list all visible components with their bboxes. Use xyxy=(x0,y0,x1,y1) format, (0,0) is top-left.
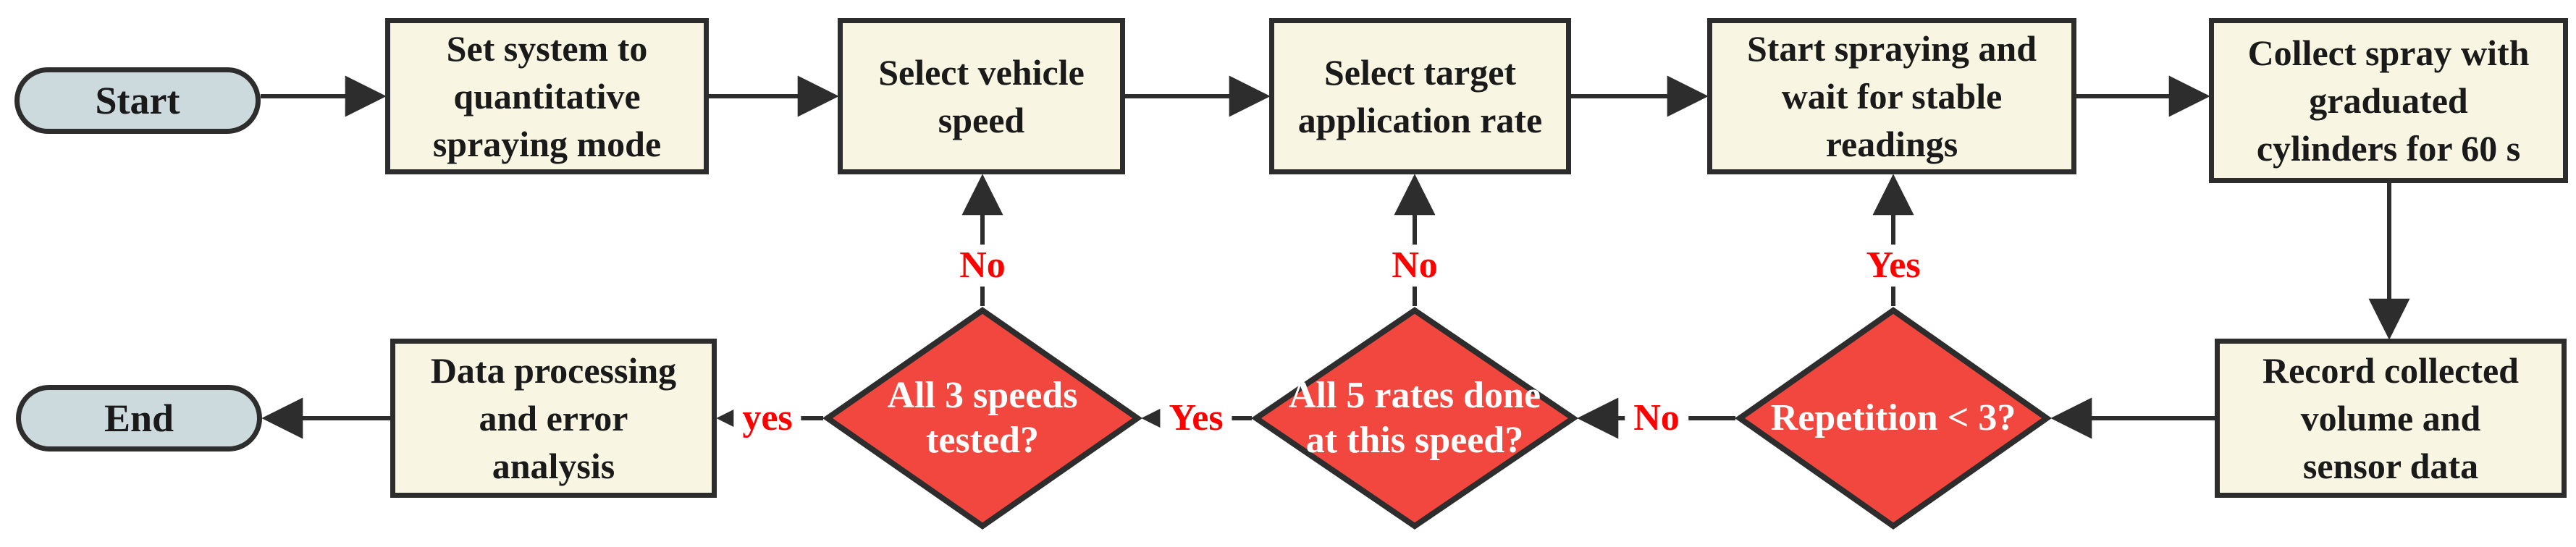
process-select-application-rate: Select target application rate xyxy=(1269,18,1571,174)
decision-repetition-count: Repetition < 3? xyxy=(1735,306,2052,530)
process-data-processing: Data processing and error analysis xyxy=(390,339,717,498)
diamond-shape xyxy=(822,307,1143,530)
process-start-spraying: Start spraying and wait for stable readi… xyxy=(1707,18,2076,174)
process-start-spraying-label: Start spraying and wait for stable readi… xyxy=(1746,28,2037,164)
decision-all-speeds-tested: All 3 speeds tested? xyxy=(822,306,1143,530)
process-data-processing-label: Data processing and error analysis xyxy=(430,350,677,486)
process-collect-spray: Collect spray with graduated cylinders f… xyxy=(2209,18,2568,183)
process-select-vehicle-speed-label: Select vehicle speed xyxy=(878,52,1085,140)
branch-label-repetition-no: No xyxy=(1625,397,1688,439)
process-collect-spray-label: Collect spray with graduated cylinders f… xyxy=(2247,33,2530,169)
branch-label-rates-yes: Yes xyxy=(1160,397,1232,439)
branch-label-repetition-yes: Yes xyxy=(1857,245,1929,287)
process-set-system-mode-label: Set system to quantitative spraying mode xyxy=(432,28,662,164)
terminator-end: End xyxy=(16,385,262,451)
branch-label-rates-no: No xyxy=(1383,245,1447,287)
terminator-start: Start xyxy=(14,67,261,134)
process-record-data: Record collected volume and sensor data xyxy=(2215,339,2567,498)
decision-all-rates-done: All 5 rates done at this speed? xyxy=(1250,306,1579,530)
terminator-start-label: Start xyxy=(95,79,180,122)
diamond-shape xyxy=(1735,307,2052,530)
terminator-end-label: End xyxy=(104,397,174,440)
branch-label-speeds-yes: yes xyxy=(733,397,801,439)
branch-label-speeds-no: No xyxy=(951,245,1014,287)
process-select-application-rate-label: Select target application rate xyxy=(1297,52,1543,140)
decision-all-rates-done-label: All 5 rates done at this speed? xyxy=(1288,375,1541,461)
decision-all-speeds-tested-label: All 3 speeds tested? xyxy=(887,375,1078,461)
decision-repetition-count-label: Repetition < 3? xyxy=(1770,397,2016,438)
diamond-shape xyxy=(1250,307,1579,530)
process-select-vehicle-speed: Select vehicle speed xyxy=(838,18,1125,174)
process-set-system-mode: Set system to quantitative spraying mode xyxy=(385,18,709,174)
process-record-data-label: Record collected volume and sensor data xyxy=(2262,350,2519,486)
